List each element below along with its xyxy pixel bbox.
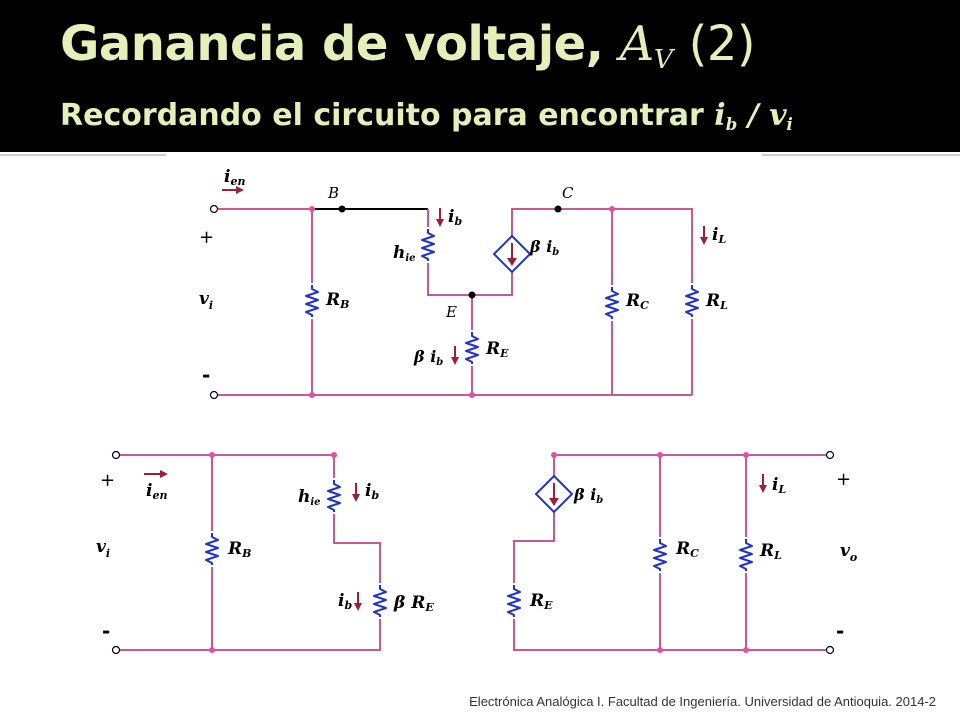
br-wire-source-re	[513, 512, 555, 583]
br-wire-bottom	[513, 619, 828, 651]
separator-right	[762, 154, 960, 156]
bl-label-ien: ien	[146, 481, 167, 502]
br-label-rl: RL	[759, 541, 782, 562]
top-label-node-c: C	[562, 184, 574, 202]
br-junction	[743, 452, 749, 458]
title-variable: AV	[619, 16, 673, 75]
top-terminal-in-plus	[209, 204, 219, 214]
top-current-source	[492, 234, 532, 274]
top-resistor-rl	[685, 284, 699, 318]
footer-text: Electrónica Analógica I. Facultad de Ing…	[469, 694, 936, 709]
br-wire-top	[553, 454, 828, 476]
bl-label-hie: hie	[298, 487, 321, 508]
bl-label-rb: RB	[227, 539, 251, 560]
top-label-vi: vi	[199, 289, 213, 312]
bl-arrow-ib	[352, 483, 360, 502]
top-arrow-il	[700, 226, 708, 245]
br-junction	[657, 452, 663, 458]
title-number: (2)	[688, 16, 756, 72]
top-label-ib: ib	[448, 207, 462, 228]
bl-resistor-beta-re	[373, 584, 387, 618]
br-terminal-plus	[825, 450, 835, 460]
top-junction	[609, 206, 615, 212]
bl-arrow-ien	[144, 470, 168, 478]
br-label-vo: vo	[840, 541, 857, 564]
top-resistor-hie	[421, 228, 435, 262]
top-label-hie: hie	[393, 243, 416, 264]
bl-junction	[209, 452, 215, 458]
slide-title: Ganancia de voltaje, AV (2)	[60, 16, 756, 75]
top-wire-input	[216, 208, 313, 283]
top-node-c-dot	[554, 205, 562, 213]
br-junction	[551, 452, 557, 458]
top-label-node-b: B	[327, 184, 339, 202]
br-terminal-minus	[825, 645, 835, 655]
br-label-il: iL	[772, 475, 786, 496]
top-label-plus: +	[199, 227, 214, 248]
top-arrow-ib	[436, 208, 444, 227]
bl-resistor-rb	[205, 532, 219, 566]
top-arrow-beta-ib	[451, 346, 459, 365]
slide-subtitle: Recordando el circuito para encontrar ib…	[60, 98, 793, 134]
top-label-il: iL	[712, 225, 726, 246]
bl-label-minus: -	[102, 619, 110, 643]
top-circuit: ien B C E ib hie β ib iL RB RE RC RL β i…	[199, 167, 728, 400]
title-text: Ganancia de voltaje,	[60, 16, 620, 72]
top-label-node-e: E	[445, 303, 457, 321]
top-terminal-in-minus	[209, 390, 219, 400]
top-node-e-dot	[468, 291, 476, 299]
br-label-minus: -	[836, 619, 844, 643]
bl-label-plus: +	[100, 470, 115, 491]
br-junction	[657, 647, 663, 653]
top-resistor-re	[465, 331, 479, 365]
top-wire-emitter-node	[427, 263, 513, 296]
top-label-re: RE	[485, 339, 509, 360]
subtitle-variable-ib: ib	[714, 98, 738, 134]
br-resistor-rl	[739, 538, 753, 572]
top-node-b-dot	[338, 205, 346, 213]
top-label-rc: RC	[625, 291, 649, 312]
top-resistor-rb	[305, 284, 319, 318]
top-label-beta-ib-source: β ib	[529, 237, 559, 258]
bl-arrow-ib2	[354, 592, 362, 611]
br-current-source	[534, 474, 574, 514]
bl-junction	[209, 647, 215, 653]
bl-terminal-plus	[111, 450, 121, 460]
separator-left	[0, 154, 166, 156]
br-arrow-il	[759, 474, 767, 493]
title-bar: Ganancia de voltaje, AV (2) Recordando e…	[0, 0, 960, 152]
top-resistor-rc	[605, 286, 619, 320]
top-junction	[469, 392, 475, 398]
subtitle-text: Recordando el circuito para encontrar	[60, 98, 715, 133]
bl-wire-bottom	[118, 619, 381, 651]
bottom-right-circuit: β ib RE RC RL iL + - vo	[507, 450, 857, 655]
bl-wire-mid	[333, 514, 381, 583]
br-resistor-re	[507, 584, 521, 618]
bl-terminal-minus	[111, 645, 121, 655]
top-junction	[309, 206, 315, 212]
br-label-rc: RC	[675, 539, 699, 560]
top-label-minus: -	[202, 363, 210, 387]
bl-label-ib2: ib	[338, 591, 352, 612]
top-arrow-ien	[222, 186, 244, 194]
subtitle-separator: /	[737, 98, 770, 133]
top-label-ien: ien	[224, 167, 245, 188]
bl-label-beta-re: β RE	[393, 593, 434, 614]
br-resistor-rc	[653, 538, 667, 572]
br-label-beta-ib: β ib	[573, 485, 603, 506]
br-label-plus: +	[836, 469, 851, 490]
top-label-rl: RL	[705, 291, 728, 312]
top-label-beta-ib-re: β ib	[413, 347, 443, 368]
bl-label-ib: ib	[365, 481, 379, 502]
bl-junction	[331, 452, 337, 458]
bottom-left-circuit: + - ien vi RB hie ib ib β RE	[96, 450, 434, 655]
top-junction	[309, 392, 315, 398]
bl-resistor-hie	[327, 479, 341, 513]
bl-label-vi: vi	[96, 537, 110, 560]
top-label-rb: RB	[325, 290, 349, 311]
br-label-re: RE	[529, 591, 553, 612]
subtitle-variable-vi: vi	[769, 98, 793, 134]
br-junction	[743, 647, 749, 653]
